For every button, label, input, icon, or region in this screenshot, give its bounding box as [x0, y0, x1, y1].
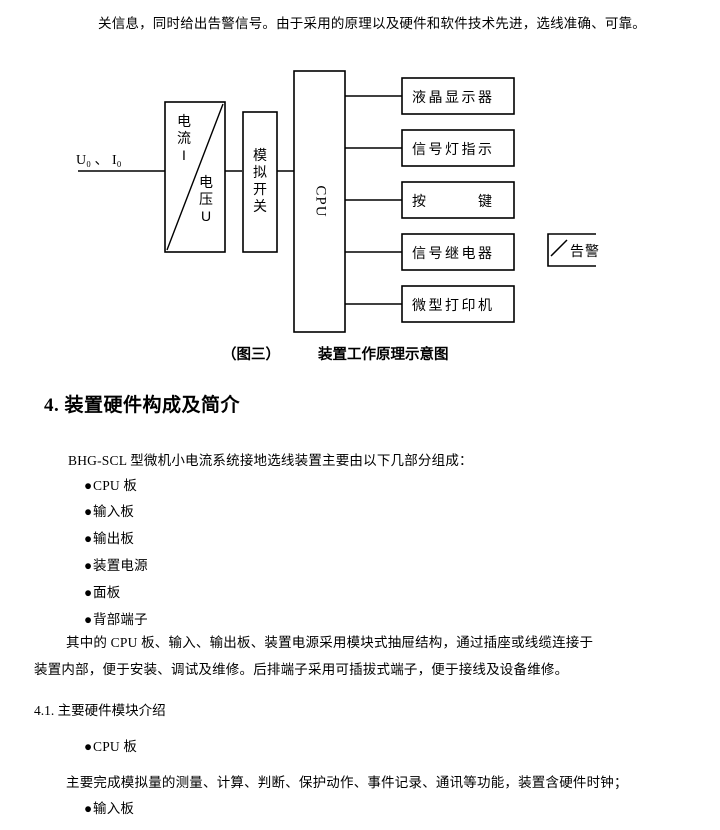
transducer-box-outline — [164, 101, 226, 253]
transducer-diagonal — [166, 103, 224, 251]
transducer-voltage-label: 电 压 U — [199, 174, 213, 224]
bullet-dot-icon: ● — [84, 739, 93, 754]
output-label-printer: 微型打印机 — [412, 297, 495, 313]
bullet-dot-icon: ● — [84, 612, 93, 627]
alarm-label: 告警 — [570, 243, 600, 259]
figure-title: 装置工作原理示意图 — [318, 347, 449, 363]
output-box-outline-2 — [401, 129, 515, 167]
section4-body-line2: 装置内部，便于安装、调试及维修。后排端子采用可插拔式端子，便于接线及设备维修。 — [34, 662, 569, 677]
alarm-switch-diagonal — [550, 239, 568, 257]
cpu-label: CPU — [312, 185, 329, 218]
list-item: ●输出板 — [84, 527, 134, 547]
section41-item1-description: 主要完成模拟量的测量、计算、判断、保护动作、事件记录、通讯等功能，装置含硬件时钟… — [66, 775, 628, 790]
top-paragraph: 关信息，同时给出告警信号。由于采用的原理以及硬件和软件技术先进，选线准确、可靠。 — [98, 16, 646, 31]
bullet-dot-icon: ● — [84, 801, 93, 816]
list-item: ●输入板 — [84, 797, 134, 817]
list-item-label: CPU 板 — [93, 478, 138, 493]
output-box-outline-1 — [401, 77, 515, 115]
list-item: ●CPU 板 — [84, 735, 137, 755]
list-item: ●CPU 板 — [84, 474, 137, 494]
alarm-bracket — [547, 233, 596, 267]
list-item-label: 输出板 — [93, 531, 135, 546]
block-diagram: U₀ 、 I₀ 电 流 I 电 压 U 模 拟 开 关 CPU 液晶显示器 信号… — [0, 55, 720, 360]
section-heading-4-1: 4.1. 主要硬件模块介绍 — [34, 703, 166, 718]
output-label-lcd: 液晶显示器 — [412, 89, 495, 105]
transducer-current-label: 电 流 I — [177, 113, 191, 163]
section4-intro: BHG-SCL 型微机小电流系统接地选线装置主要由以下几部分组成： — [68, 453, 473, 468]
bullet-dot-icon: ● — [84, 558, 93, 573]
list-item: ●装置电源 — [84, 554, 148, 574]
section4-body-line1: 其中的 CPU 板、输入、输出板、装置电源采用模块式抽屉结构，通过插座或线缆连接… — [66, 635, 594, 650]
bullet-dot-icon: ● — [84, 585, 93, 600]
cpu-box-outline — [293, 70, 346, 333]
list-item: ●面板 — [84, 581, 120, 601]
analog-switch-box-outline — [242, 111, 278, 253]
list-item-label: 装置电源 — [93, 558, 148, 573]
output-box-outline-3 — [401, 181, 515, 219]
figure-number: （图三） — [222, 347, 280, 363]
output-label-relay: 信号继电器 — [412, 245, 495, 261]
output-box-outline-4 — [401, 233, 515, 271]
section-heading-4: 4. 装置硬件构成及简介 — [44, 395, 241, 416]
block-diagram-svg — [78, 70, 596, 333]
input-signal-label: U₀ 、 I₀ — [76, 153, 122, 168]
output-label-keys: 按 键 — [412, 193, 495, 209]
bullet-dot-icon: ● — [84, 531, 93, 546]
list-item: ●输入板 — [84, 500, 134, 520]
list-item-label: CPU 板 — [93, 739, 138, 754]
list-item-label: 面板 — [93, 585, 121, 600]
bullet-dot-icon: ● — [84, 478, 93, 493]
output-box-outline-5 — [401, 285, 515, 323]
list-item: ●背部端子 — [84, 608, 148, 628]
list-item-label: 输入板 — [93, 801, 135, 816]
bullet-dot-icon: ● — [84, 504, 93, 519]
figure-caption: （图三） 装置工作原理示意图 — [222, 343, 449, 364]
list-item-label: 输入板 — [93, 504, 135, 519]
output-label-indicator: 信号灯指示 — [412, 141, 495, 157]
list-item-label: 背部端子 — [93, 612, 148, 627]
analog-switch-label: 模 拟 开 关 — [253, 147, 267, 214]
